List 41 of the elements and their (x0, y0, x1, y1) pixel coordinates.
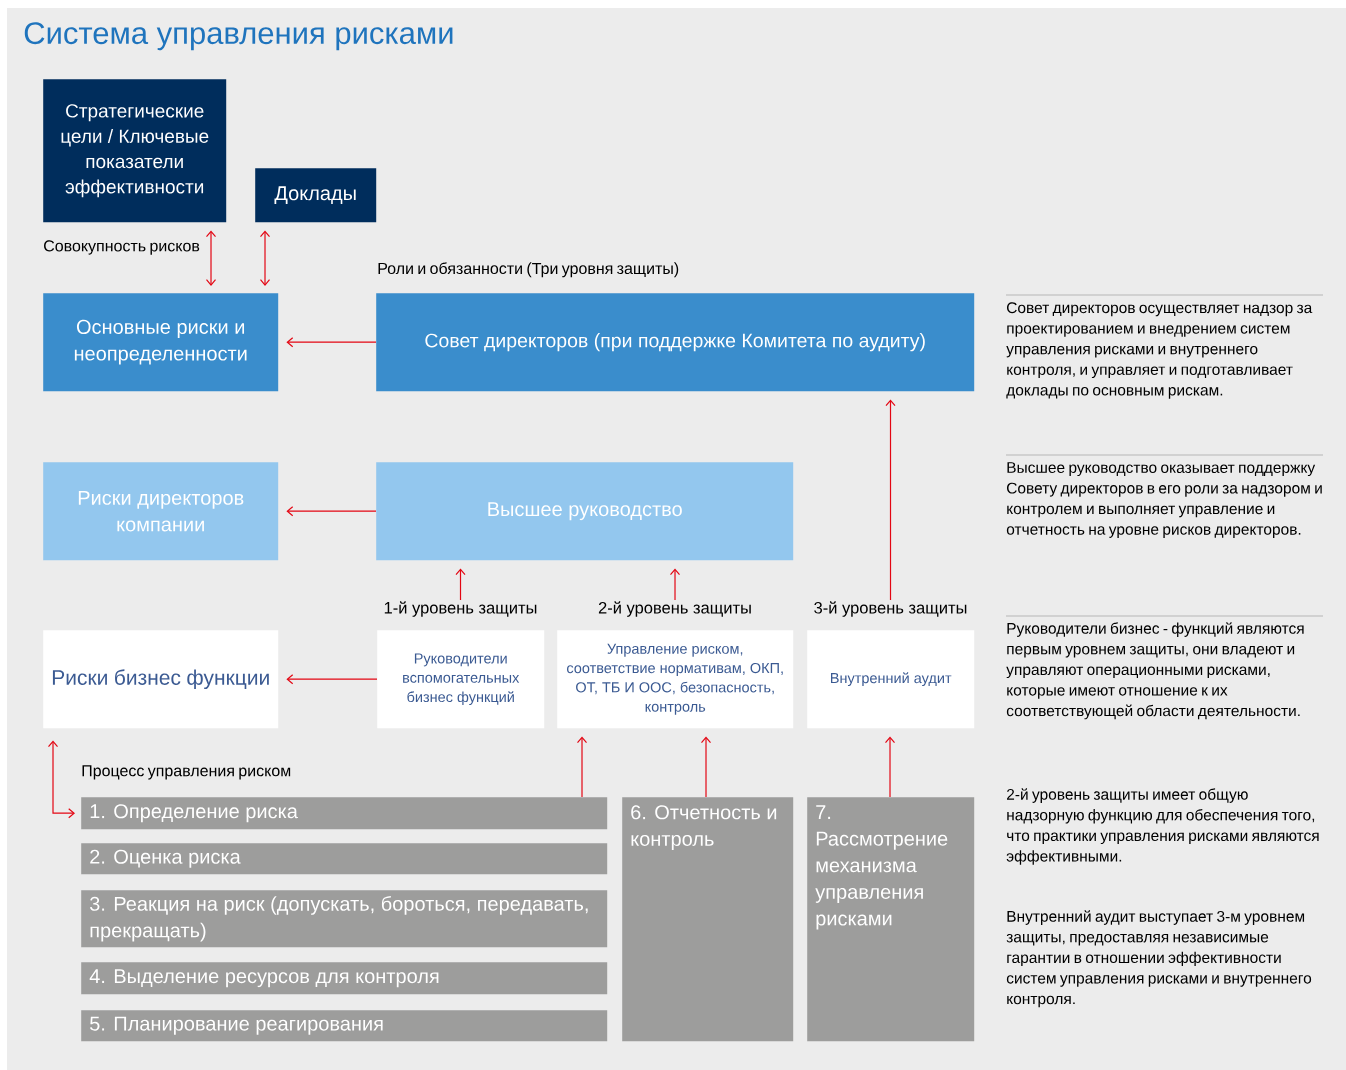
heading-text: Процесс управления риском (82, 765, 291, 780)
arrow (455, 568, 466, 601)
arrow (576, 736, 588, 798)
description-text: Руководители бизнес - функций являются первым уровнем защиты, они владеют и управляют операционными рисками, которые имеют отношение к их соответствующей области деятельности. (1006, 622, 1304, 720)
risk-box: Риски директоров компании (43, 462, 279, 561)
level-heading: 1-й уровень защиты (384, 601, 537, 617)
arrow (286, 506, 377, 517)
description-text: Совет директоров осуществляет надзор за проектированием и внедрением систем управления рисками и внутреннего контроля, и управляет и подготавливает доклады по основным рискам. (1006, 302, 1313, 399)
arrow (884, 736, 896, 798)
title: Система управления рисками (24, 22, 453, 51)
defense-box: Руководители вспомогательных бизнес функций (377, 630, 545, 729)
defense-box: Управление риском, соответствие нормативам, ОКП, ОТ, ТБ И ООС, безопасность, контроль (557, 630, 794, 729)
goal-box: Стратегические цели / Ключевые показатели эффективности (43, 79, 227, 223)
management-box: Высшее руководство (376, 462, 794, 561)
risk-box: Основные риски и неопределенности (43, 293, 279, 392)
report-box: Доклады (255, 168, 377, 223)
arrow (286, 674, 378, 685)
process-step-box: 7. Рассмотрение механизма управления рисками (807, 797, 975, 1042)
arrow (47, 740, 75, 819)
arrow (205, 230, 217, 286)
board-box: Совет директоров (при поддержке Комитета по аудиту) (376, 293, 975, 392)
process-step-bar: 5. Планирование реагирования (81, 1010, 608, 1042)
risk-box: Риски бизнес функции (43, 630, 279, 729)
description-text: 2-й уровень защиты имеет общую надзорную функцию для обеспечения того, что практики управления рисками являются эффективными. (1006, 788, 1319, 865)
arrow (259, 230, 271, 286)
heading-text: Совокупность рисков (44, 240, 200, 255)
heading-text: Роли и обязанности (Три уровня защиты) (378, 262, 679, 278)
process-step-bar: 3. Реакция на риск (допускать, бороться, передавать, прекращать) (81, 890, 608, 948)
level-heading: 3-й уровень защиты (814, 601, 967, 617)
description-text: Высшее руководство оказывает поддержку Совету директоров в его роли за надзором и контролем и выполняет управление и отчетность на уровне рисков директоров. (1006, 462, 1322, 538)
defense-box: Внутренний аудит (807, 630, 975, 729)
process-step-bar: 1. Определение риска (81, 797, 608, 830)
description-text: Внутренний аудит выступает 3-м уровнем защиты, предоставляя независимые гарантии в отношении эффективности систем управления рисками и внутреннего контроля. (1006, 910, 1312, 1008)
arrow (700, 736, 712, 798)
process-step-bar: 4. Выделение ресурсов для контроля (81, 962, 608, 995)
process-step-bar: 2. Оценка риска (81, 843, 608, 875)
arrow (885, 399, 896, 601)
process-step-box: 6. Отчетность и контроль (622, 797, 794, 1042)
arrow (669, 568, 681, 601)
arrow (286, 337, 377, 348)
level-heading: 2-й уровень защиты (598, 601, 751, 617)
